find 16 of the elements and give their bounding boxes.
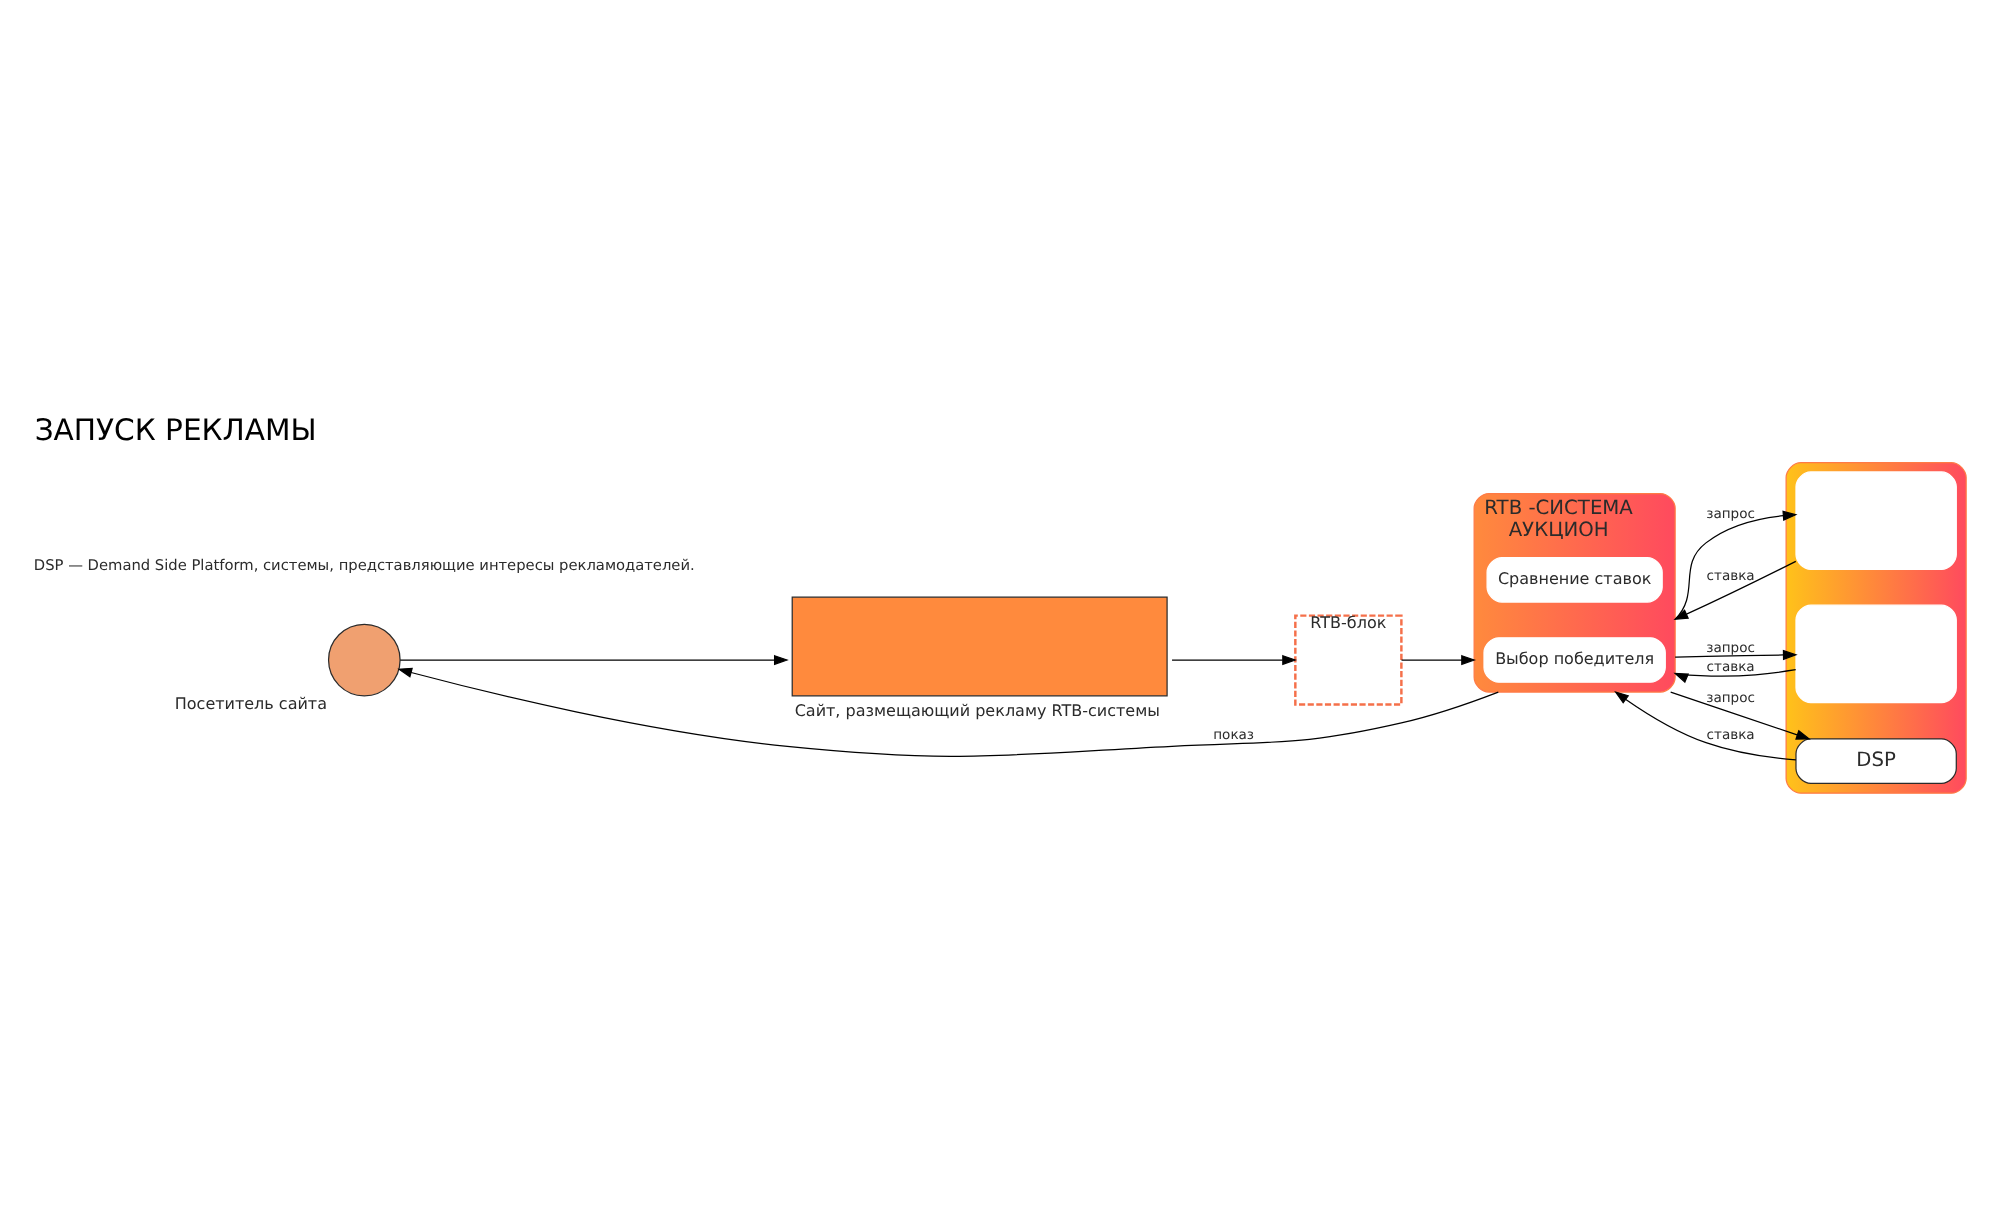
arrow [1670,691,1811,740]
arrow [1673,560,1797,621]
cluster [1785,462,1967,794]
arrow [1400,654,1476,666]
arrow [1674,510,1798,620]
node-person [327,623,401,697]
diagram-title: ЗАПУСК РЕКЛАМЫ [34,413,317,448]
arrow [399,654,789,666]
arrow [1674,649,1798,661]
arrow [1171,654,1298,666]
arrow [397,667,1499,757]
node-box [1795,471,1957,570]
node-box: DSP [1795,738,1957,784]
arrow [1614,691,1797,761]
node-box [1795,604,1957,704]
arrow [1673,669,1797,684]
